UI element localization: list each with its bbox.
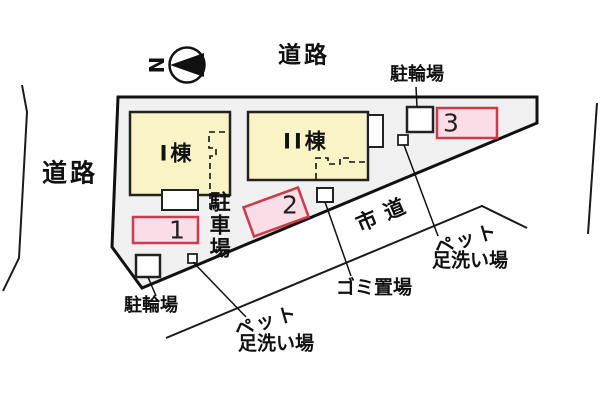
- road-label-left: 道路: [41, 158, 99, 188]
- pet-wash-bottom-label-line2: 足洗い場: [237, 332, 315, 355]
- building-1-entrance: [161, 189, 199, 211]
- pet-wash-right-box: [397, 134, 409, 146]
- building-1-label: I棟: [159, 141, 195, 166]
- pet-wash-right-label-line2: 足洗い場: [431, 249, 509, 272]
- walkway-dashed-line-1: [208, 131, 225, 212]
- leader-pet-wash-right: [403, 144, 439, 237]
- parking-space-2-outline: [241, 185, 311, 239]
- bicycle-parking-top-label: 駐輪場: [390, 64, 444, 85]
- bicycle-parking-bottom-box: [134, 253, 162, 279]
- building-2-outline: [246, 110, 370, 182]
- leader-bicycle-bottom: [147, 276, 157, 297]
- parking-lot-label: 駐車場: [207, 191, 232, 260]
- parking-space-1-number: 1: [169, 215, 185, 245]
- parking-space-3-number: 3: [443, 108, 459, 138]
- compass-north-letter: N: [145, 56, 169, 74]
- bicycle-parking-bottom-label: 駐輪場: [124, 295, 178, 316]
- right-road-edge-line: [587, 102, 598, 235]
- left-road-edge-line: [2, 84, 29, 292]
- parking-space-2-number: 2: [282, 190, 298, 220]
- compass-arrow-icon: [170, 53, 204, 77]
- leader-bicycle-top: [415, 86, 418, 108]
- city-road-edge-line: [165, 204, 528, 339]
- building-2-label: II棟: [283, 129, 329, 154]
- building-2-entrance: [367, 114, 384, 148]
- garbage-area-box: [316, 187, 334, 203]
- bicycle-parking-top-box: [405, 105, 435, 134]
- leader-garbage: [324, 201, 352, 277]
- building-1-outline: [128, 110, 232, 197]
- walkway-dashed-line-2: [315, 157, 368, 179]
- pet-wash-bottom-box: [187, 253, 198, 264]
- garbage-area-label: ゴミ置場: [335, 276, 413, 299]
- leader-pet-wash-bottom: [192, 261, 247, 318]
- road-label-top: 道路: [278, 42, 330, 69]
- parking-space-3-outline: [435, 106, 499, 140]
- parking-space-1-outline: [131, 215, 200, 245]
